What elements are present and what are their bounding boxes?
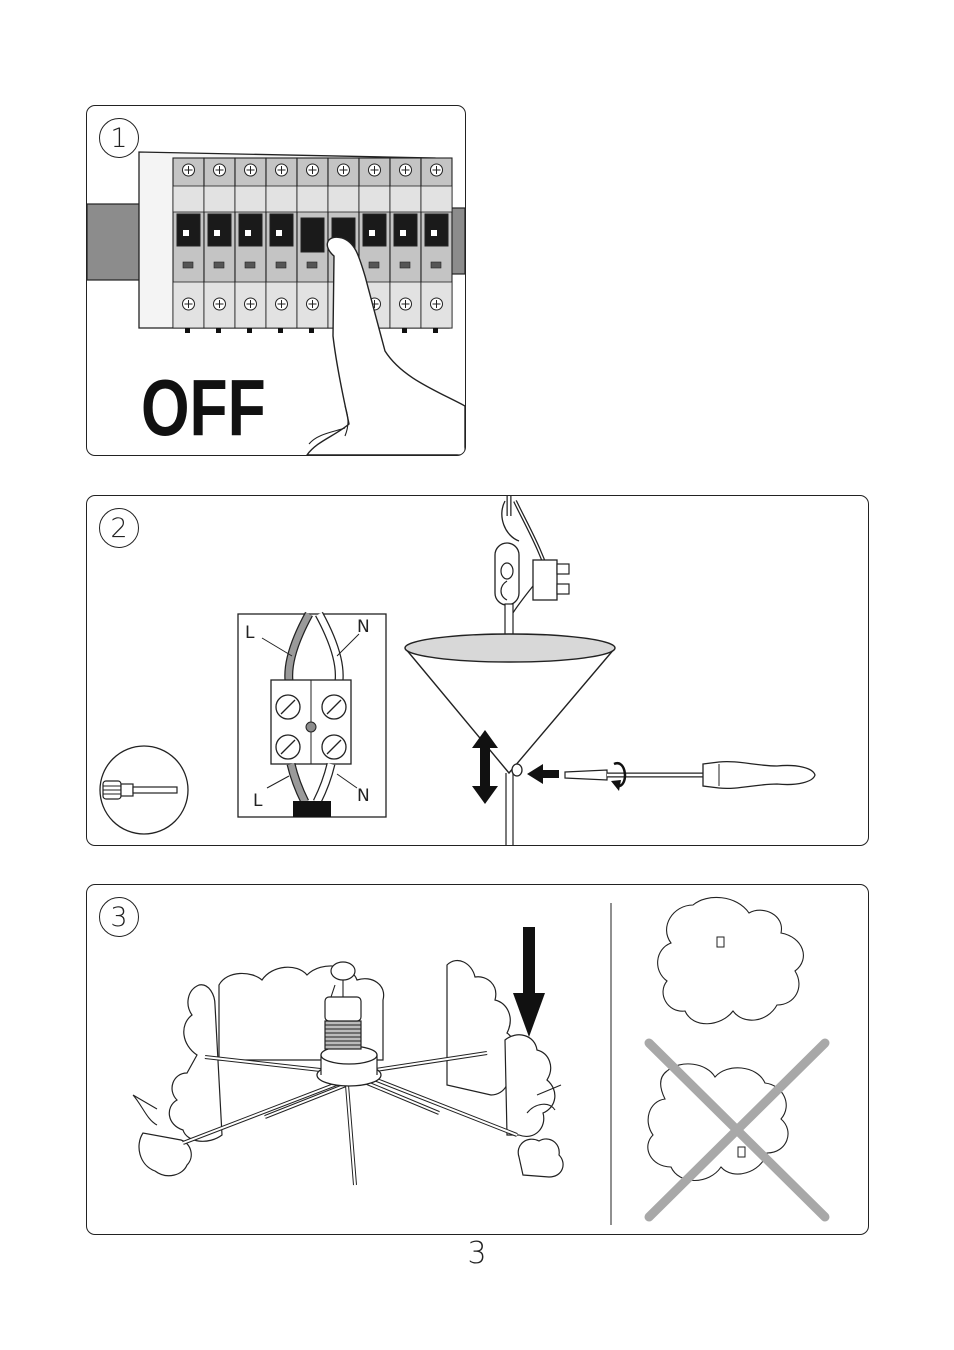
step-3-panel: 3: [86, 884, 869, 1235]
step-2-panel: 2: [86, 495, 869, 846]
step-1-panel: 1 OFF: [86, 105, 466, 456]
ceiling-canopy-icon: [87, 496, 868, 845]
cross-out-icon: [87, 885, 868, 1234]
page-number: 3: [0, 1236, 954, 1271]
off-label: OFF: [141, 368, 266, 448]
